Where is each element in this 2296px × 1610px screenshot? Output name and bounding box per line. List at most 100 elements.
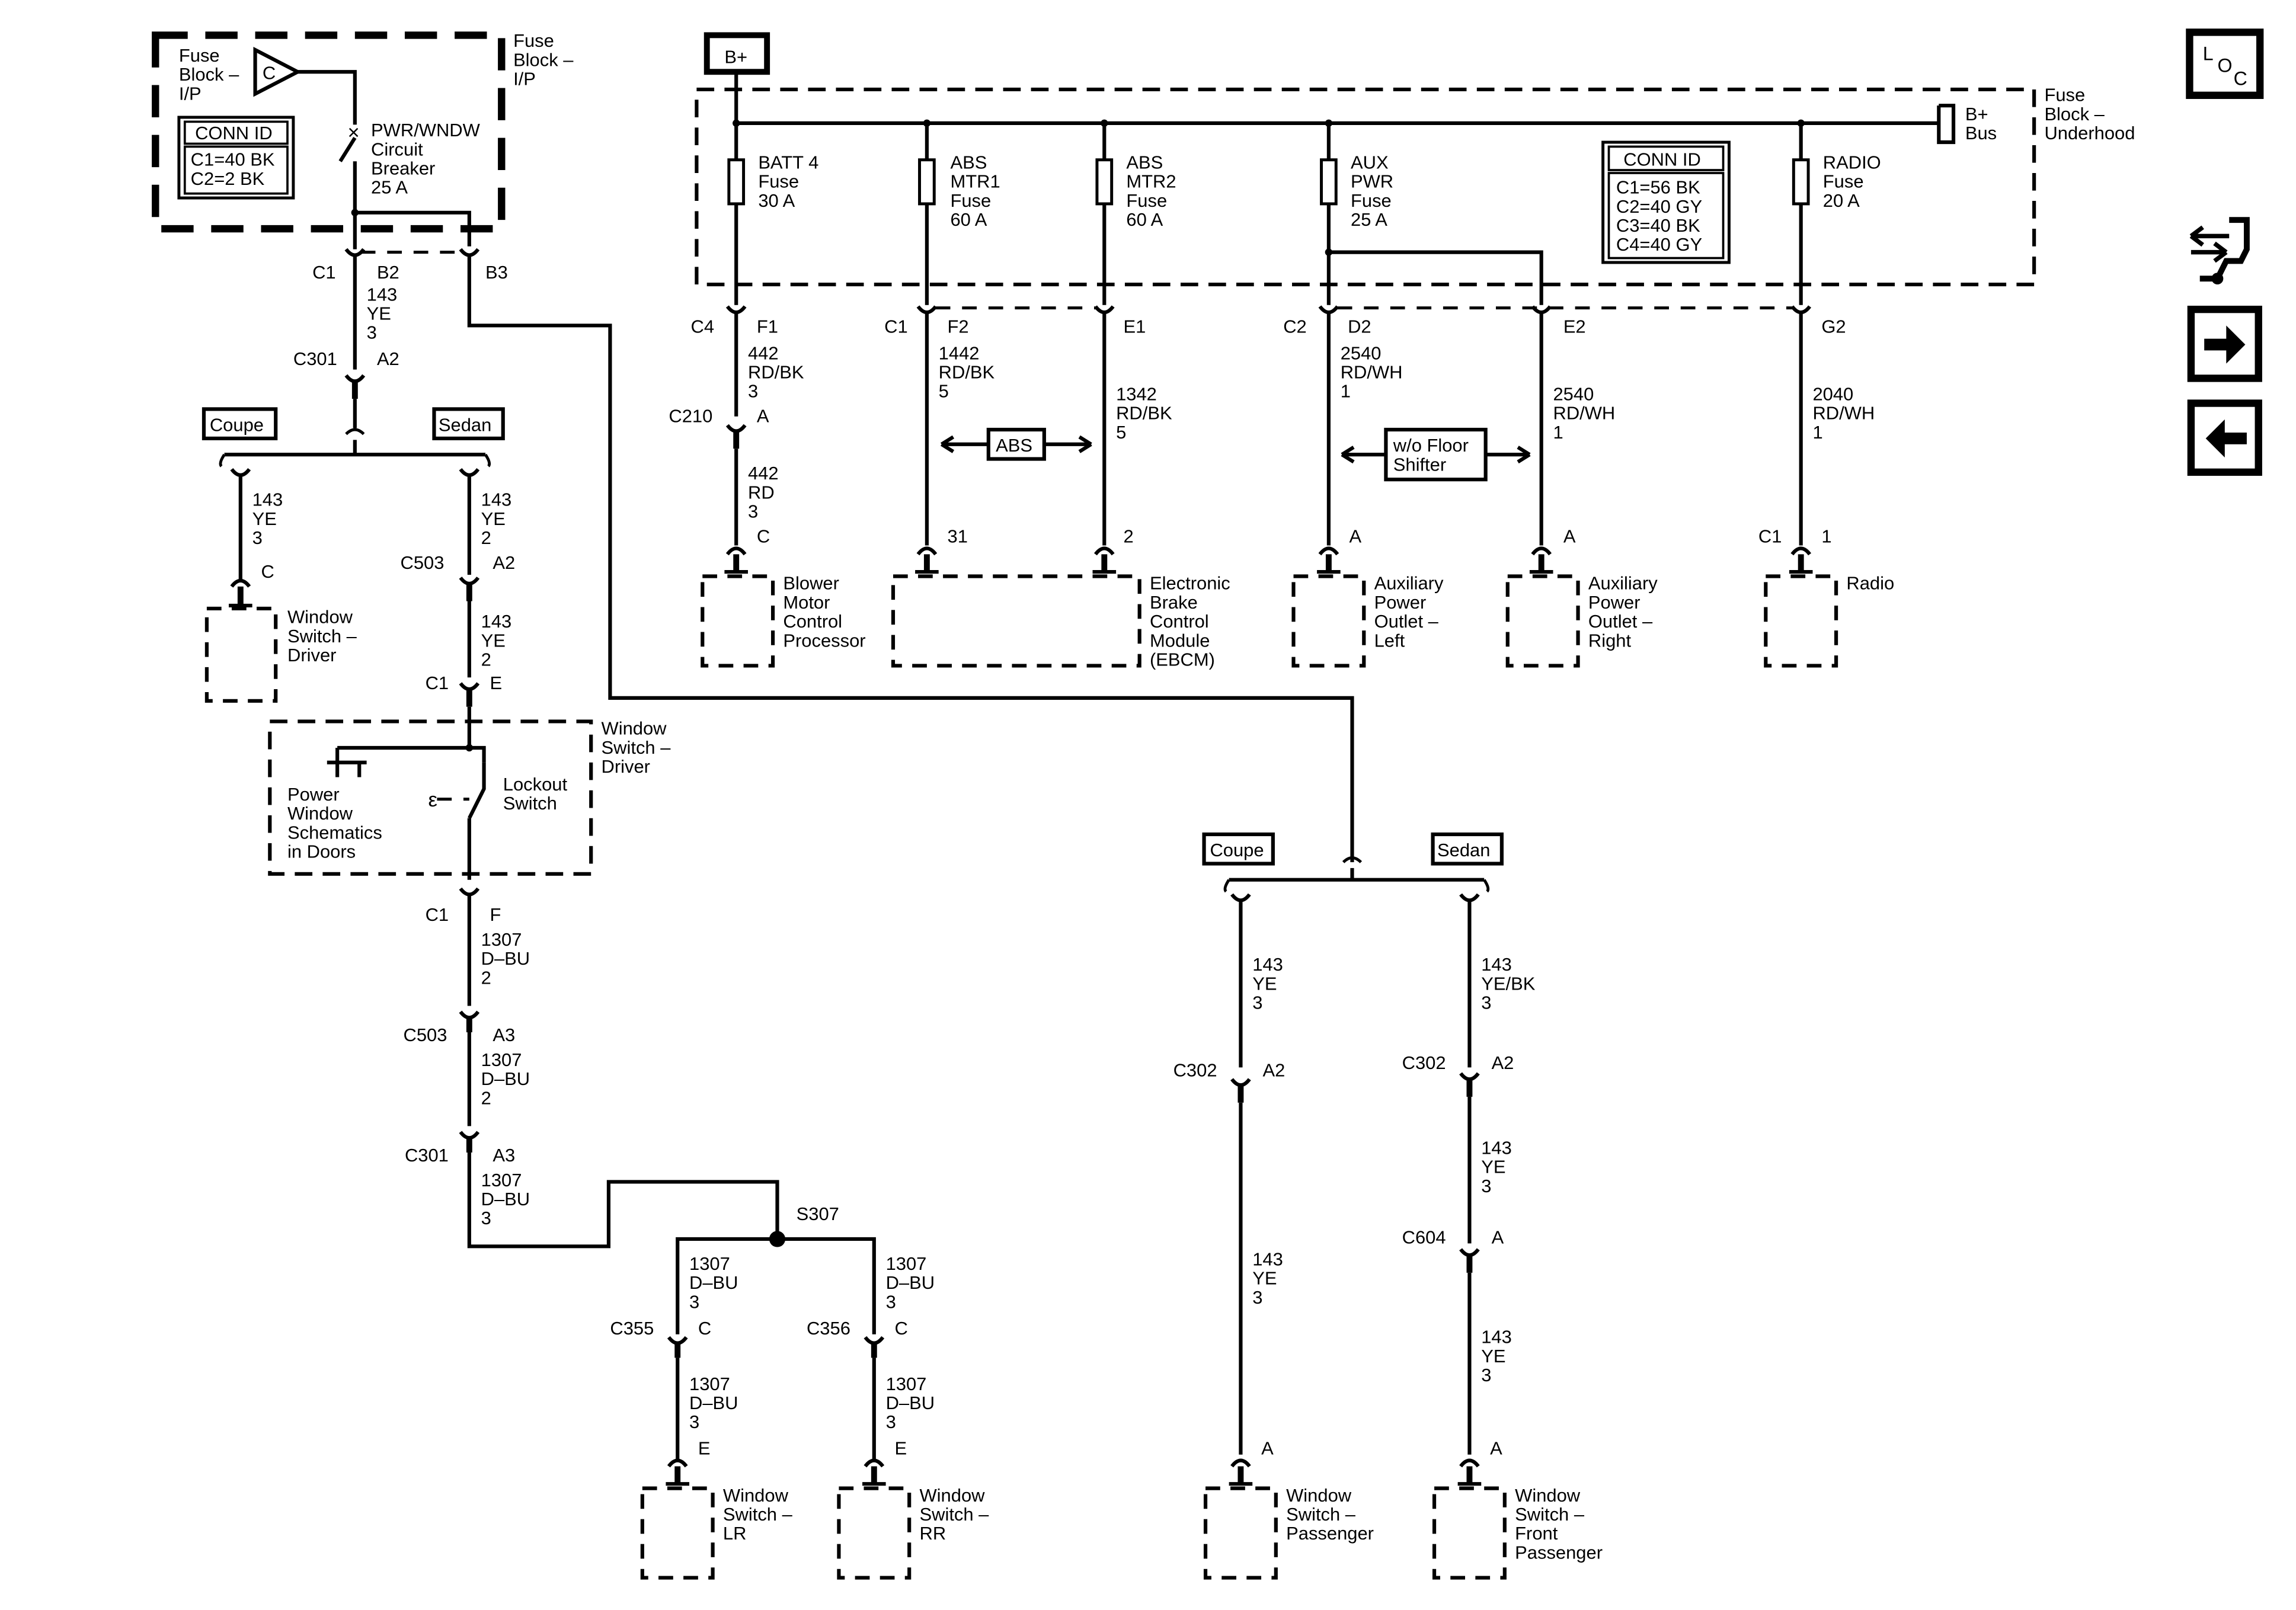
svg-text:S307: S307	[797, 1204, 839, 1224]
svg-text:D–BU: D–BU	[886, 1272, 935, 1293]
svg-text:YE: YE	[252, 508, 277, 529]
svg-text:I/P: I/P	[513, 69, 536, 89]
svg-text:ε: ε	[428, 789, 437, 811]
svg-text:Fuse: Fuse	[1823, 171, 1864, 192]
svg-text:2: 2	[481, 649, 491, 670]
svg-text:143: 143	[481, 489, 512, 510]
svg-text:3: 3	[748, 501, 758, 521]
svg-text:1: 1	[1553, 422, 1563, 443]
svg-text:D–BU: D–BU	[689, 1272, 738, 1293]
svg-text:5: 5	[939, 381, 949, 402]
svg-text:C1: C1	[884, 316, 908, 337]
svg-text:Window: Window	[723, 1485, 789, 1506]
svg-text:2540: 2540	[1341, 343, 1382, 363]
svg-text:Switch –: Switch –	[920, 1504, 990, 1525]
svg-text:D–BU: D–BU	[481, 1068, 530, 1089]
svg-text:Window: Window	[920, 1485, 986, 1506]
svg-text:Passenger: Passenger	[1286, 1523, 1374, 1544]
loc-icon[interactable]: L O C	[2186, 28, 2264, 100]
svg-text:C: C	[698, 1318, 711, 1339]
svg-text:C1=40 BK: C1=40 BK	[191, 149, 275, 170]
svg-text:Bus: Bus	[1965, 123, 1997, 143]
svg-text:A: A	[1350, 526, 1362, 547]
svg-text:442: 442	[748, 343, 779, 363]
svg-text:1307: 1307	[481, 929, 522, 950]
svg-text:Window: Window	[287, 607, 353, 628]
svg-text:E: E	[490, 673, 502, 693]
svg-text:D–BU: D–BU	[481, 948, 530, 969]
svg-text:D–BU: D–BU	[689, 1393, 738, 1413]
svg-text:C1=56 BK: C1=56 BK	[1616, 177, 1700, 198]
left-wiring-lower: C1 F 1307 D–BU 2 C503 A3 1307 D–BU 2 C30…	[403, 887, 935, 1486]
svg-text:Block –: Block –	[2044, 104, 2105, 124]
svg-text:3: 3	[367, 322, 377, 343]
svg-text:C301: C301	[293, 348, 337, 369]
svg-text:3: 3	[886, 1291, 896, 1312]
svg-text:Power: Power	[287, 784, 340, 805]
svg-text:Block –: Block –	[179, 64, 239, 85]
svg-text:C2: C2	[1283, 316, 1307, 337]
svg-text:1442: 1442	[939, 343, 980, 363]
svg-text:Power: Power	[1588, 592, 1641, 613]
svg-text:Brake: Brake	[1150, 592, 1198, 613]
svg-text:3: 3	[1252, 992, 1262, 1013]
svg-text:143: 143	[1481, 954, 1512, 975]
svg-text:143: 143	[1481, 1327, 1512, 1347]
next-arrow-icon[interactable]	[2187, 305, 2262, 382]
svg-text:A: A	[757, 406, 769, 427]
svg-text:O: O	[2217, 55, 2232, 76]
svg-text:MTR1: MTR1	[950, 171, 1000, 192]
svg-text:Driver: Driver	[602, 756, 650, 777]
svg-text:A2: A2	[1492, 1052, 1514, 1073]
svg-text:×: ×	[347, 121, 359, 144]
svg-text:PWR: PWR	[1351, 171, 1393, 192]
svg-text:C302: C302	[1402, 1052, 1446, 1073]
svg-text:Fuse: Fuse	[1351, 190, 1392, 211]
svg-text:3: 3	[1252, 1287, 1262, 1308]
svg-text:Breaker: Breaker	[371, 158, 435, 178]
svg-text:CONN ID: CONN ID	[195, 123, 273, 143]
svg-text:BATT 4: BATT 4	[758, 152, 818, 173]
svg-text:Switch: Switch	[503, 793, 557, 814]
svg-text:Switch –: Switch –	[287, 626, 357, 646]
svg-text:Driver: Driver	[287, 645, 336, 665]
svg-text:C: C	[263, 63, 276, 84]
prev-arrow-icon[interactable]	[2187, 399, 2262, 476]
ebcm-branch: 1442 RD/BK 5 1342 RD/BK 5 ABS 31 2 Elect…	[891, 312, 1230, 670]
svg-text:2540: 2540	[1553, 384, 1594, 405]
svg-text:E: E	[894, 1438, 907, 1459]
svg-text:RD/WH: RD/WH	[1553, 403, 1615, 424]
svg-text:Fuse: Fuse	[758, 171, 799, 192]
svg-text:3: 3	[252, 527, 263, 548]
svg-text:AUX: AUX	[1351, 152, 1389, 173]
svg-text:ABS: ABS	[950, 152, 987, 173]
svg-text:C302: C302	[1173, 1060, 1217, 1080]
svg-text:Underhood: Underhood	[2044, 123, 2135, 143]
svg-text:C1: C1	[312, 262, 336, 283]
svg-text:F1: F1	[757, 316, 778, 337]
svg-text:PWR/WNDW: PWR/WNDW	[371, 120, 481, 140]
svg-text:A: A	[1492, 1227, 1504, 1247]
svg-text:C2=2 BK: C2=2 BK	[191, 168, 265, 189]
svg-text:2: 2	[481, 1087, 491, 1108]
svg-text:in Doors: in Doors	[287, 841, 356, 862]
svg-text:CONN ID: CONN ID	[1623, 149, 1701, 170]
svg-text:143: 143	[252, 489, 283, 510]
svg-text:Electronic: Electronic	[1150, 573, 1230, 594]
connector-icon[interactable]	[2189, 217, 2250, 285]
svg-text:3: 3	[748, 381, 758, 402]
svg-text:Outlet –: Outlet –	[1588, 611, 1653, 632]
svg-text:30 A: 30 A	[758, 190, 795, 211]
svg-text:w/o Floor: w/o Floor	[1393, 435, 1469, 456]
svg-text:143: 143	[1252, 954, 1283, 975]
conn-id-ip: CONN ID C1=40 BK C2=2 BK	[177, 116, 295, 200]
svg-text:3: 3	[689, 1411, 699, 1432]
abs-tag: ABS	[940, 427, 1092, 461]
blower-branch: 442 RD/BK 3 C210 A 442 RD 3 C Blower Mot…	[669, 312, 866, 668]
svg-text:D–BU: D–BU	[886, 1393, 935, 1413]
svg-text:C: C	[2234, 68, 2247, 89]
svg-text:C3=40 BK: C3=40 BK	[1616, 215, 1700, 236]
svg-text:C503: C503	[403, 1025, 447, 1045]
svg-text:Schematics: Schematics	[287, 822, 382, 843]
